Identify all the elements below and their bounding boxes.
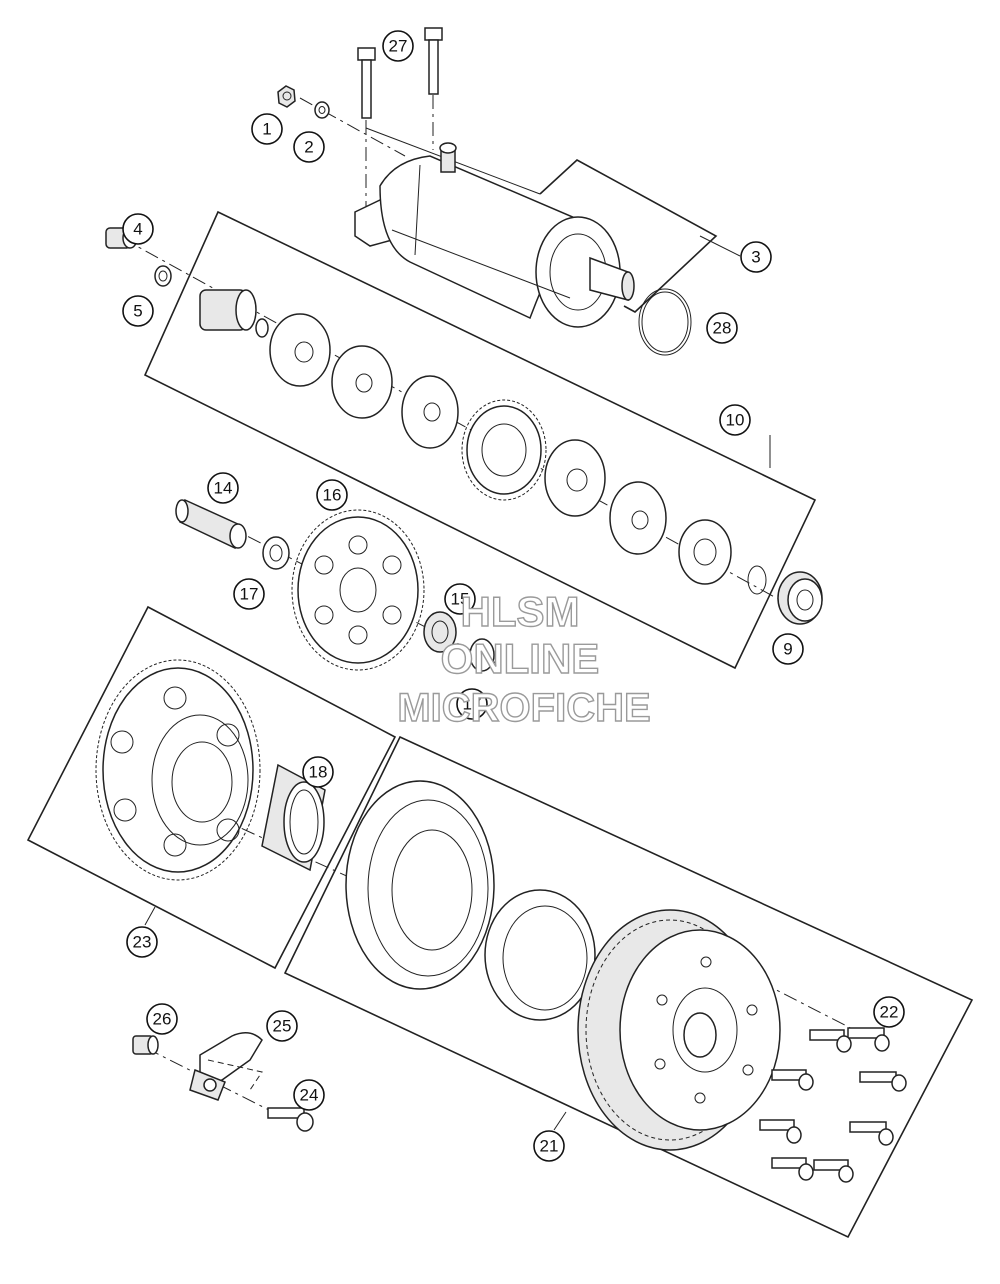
- freewheel-housing: [345, 780, 495, 990]
- cap-26: [132, 1035, 159, 1055]
- callout-9: 9: [772, 633, 804, 665]
- callout-28-text: 28: [713, 319, 732, 338]
- callout-25: 25: [266, 1010, 298, 1042]
- callout-10: 10: [719, 404, 751, 436]
- watermark-line-2: ONLINE: [441, 635, 600, 682]
- callout-15: 15: [444, 583, 476, 615]
- washer-17b: [469, 638, 495, 672]
- o-ring-28: [638, 288, 692, 356]
- shaft-14: [175, 498, 247, 550]
- gear-16: [291, 509, 425, 671]
- bolt-27: [357, 27, 443, 119]
- callout-27-text: 27: [389, 37, 408, 56]
- callout-2-text: 2: [304, 138, 313, 157]
- bolt-24: [267, 1107, 314, 1132]
- callout-21-text: 21: [540, 1137, 559, 1156]
- washer-2: [314, 101, 330, 119]
- bracket-25: [189, 1032, 263, 1101]
- callout-26-text: 26: [153, 1010, 172, 1029]
- bearing-9: [777, 571, 823, 625]
- callout-5-text: 5: [133, 302, 142, 321]
- watermark-line-3: MICROFICHE: [397, 686, 650, 730]
- callout-21: 21: [533, 1130, 565, 1162]
- callout-23-text: 23: [133, 933, 152, 952]
- callout-26: 26: [146, 1003, 178, 1035]
- washer-17a: [262, 536, 290, 570]
- callout-16: 16: [316, 479, 348, 511]
- callout-22: 22: [873, 996, 905, 1028]
- callout-17b: 17: [456, 688, 488, 720]
- callout-24: 24: [293, 1079, 325, 1111]
- starter-motor: [354, 142, 635, 328]
- callout-18-text: 18: [309, 763, 328, 782]
- callout-18: 18: [302, 756, 334, 788]
- bearing-18: [261, 763, 326, 872]
- callout-4: 4: [122, 213, 154, 245]
- callout-23: 23: [126, 926, 158, 958]
- group-frames: [26, 159, 974, 1239]
- callout-14-text: 14: [214, 479, 233, 498]
- leader-lines: [144, 235, 771, 1131]
- callout-22-text: 22: [880, 1003, 899, 1022]
- callout-17b-text: 17: [463, 695, 482, 714]
- freewheel-gear-23: [95, 659, 261, 881]
- callout-25-text: 25: [273, 1017, 292, 1036]
- callout-1-text: 1: [262, 120, 271, 139]
- callout-14: 14: [207, 472, 239, 504]
- callout-27: 27: [382, 30, 414, 62]
- washer-5: [154, 265, 172, 287]
- callout-24-text: 24: [300, 1086, 319, 1105]
- bolts-22: [759, 1027, 907, 1183]
- callout-17a-text: 17: [240, 585, 259, 604]
- callout-10-text: 10: [726, 411, 745, 430]
- bushing-15: [423, 611, 457, 653]
- pinion-gear: [199, 289, 269, 338]
- callout-9-text: 9: [783, 640, 792, 659]
- callout-1: 1: [251, 113, 283, 145]
- idler-washers: [269, 313, 459, 449]
- idler-washers-rear: [544, 439, 767, 595]
- watermark: HLSM ONLINE MICROFICHE: [397, 587, 652, 730]
- callout-2: 2: [293, 131, 325, 163]
- idler-gear: [461, 399, 547, 501]
- rotor-21: [577, 909, 781, 1151]
- callout-5: 5: [122, 295, 154, 327]
- nut-1: [277, 85, 296, 108]
- callout-3-text: 3: [751, 248, 760, 267]
- callout-15-text: 15: [451, 590, 470, 609]
- watermark-line-1: HLSM: [461, 588, 580, 635]
- callout-3: 3: [740, 241, 772, 273]
- callout-28: 28: [706, 312, 738, 344]
- callout-4-text: 4: [133, 220, 142, 239]
- callout-17a: 17: [233, 578, 265, 610]
- callout-16-text: 16: [323, 486, 342, 505]
- freewheel-ring: [484, 889, 596, 1021]
